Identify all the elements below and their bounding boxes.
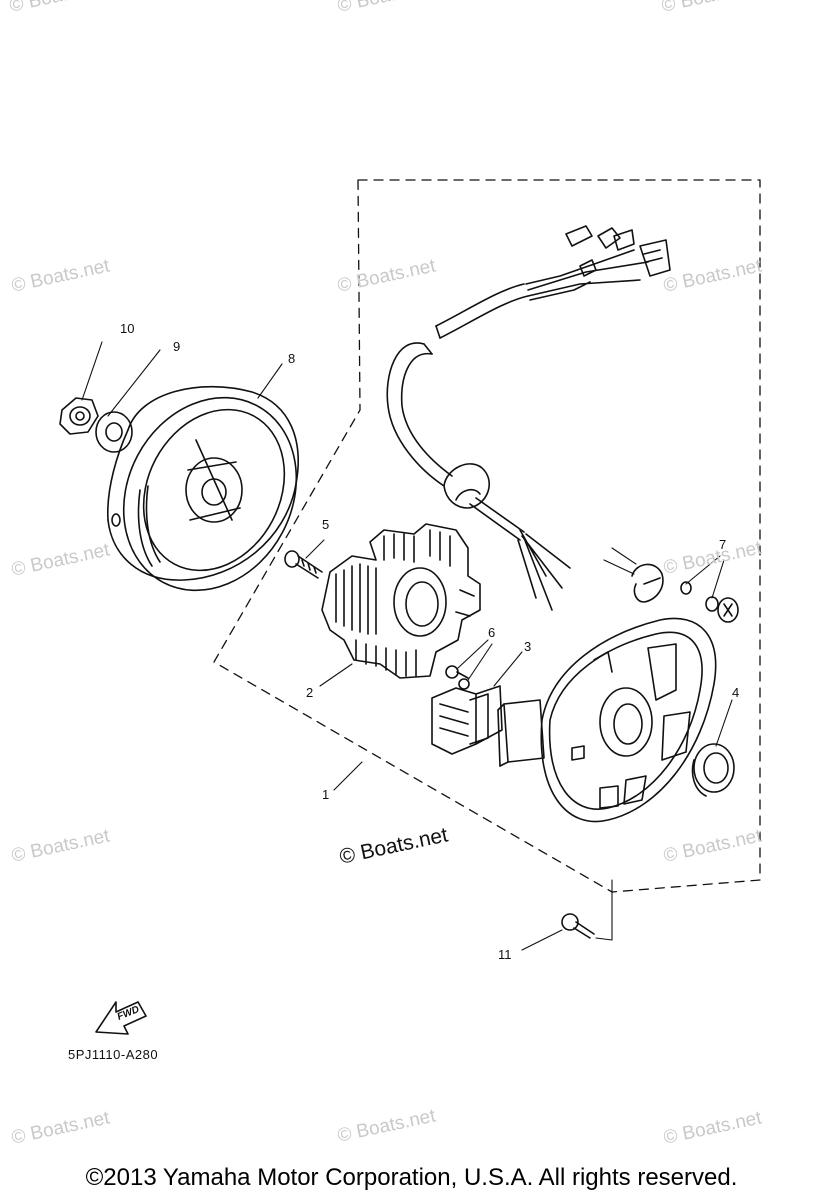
callout-5: 5 bbox=[322, 517, 330, 532]
wire-harness bbox=[386, 225, 671, 611]
stator-base-plate bbox=[497, 617, 717, 823]
oil-seal-part bbox=[691, 743, 735, 797]
callout-3: 3 bbox=[524, 639, 532, 654]
callout-11: 11 bbox=[498, 947, 512, 962]
small-screws-part bbox=[445, 665, 470, 690]
screw-part bbox=[284, 550, 323, 579]
nut-part bbox=[59, 397, 99, 435]
leader-lines bbox=[81, 341, 733, 951]
pickup-coil-part bbox=[431, 685, 503, 755]
callout-2: 2 bbox=[306, 685, 314, 700]
diagram-code: 5PJ1110-A280 bbox=[68, 1047, 159, 1062]
stator-coil-part bbox=[321, 523, 481, 679]
rotor-flywheel-part bbox=[107, 385, 299, 592]
callout-4: 4 bbox=[732, 685, 740, 700]
callout-7: 7 bbox=[719, 537, 727, 552]
callout-10: 10 bbox=[120, 321, 135, 336]
callout-1: 1 bbox=[322, 787, 330, 802]
callout-6: 6 bbox=[488, 625, 496, 640]
callout-8: 8 bbox=[288, 351, 296, 366]
assembly-boundary-dashed bbox=[213, 179, 761, 893]
copyright-notice: ©2013 Yamaha Motor Corporation, U.S.A. A… bbox=[85, 1164, 738, 1191]
bottom-screw-part bbox=[561, 913, 595, 939]
washer-part bbox=[95, 411, 133, 453]
callout-9: 9 bbox=[173, 339, 181, 354]
forward-arrow-icon bbox=[95, 1001, 147, 1035]
